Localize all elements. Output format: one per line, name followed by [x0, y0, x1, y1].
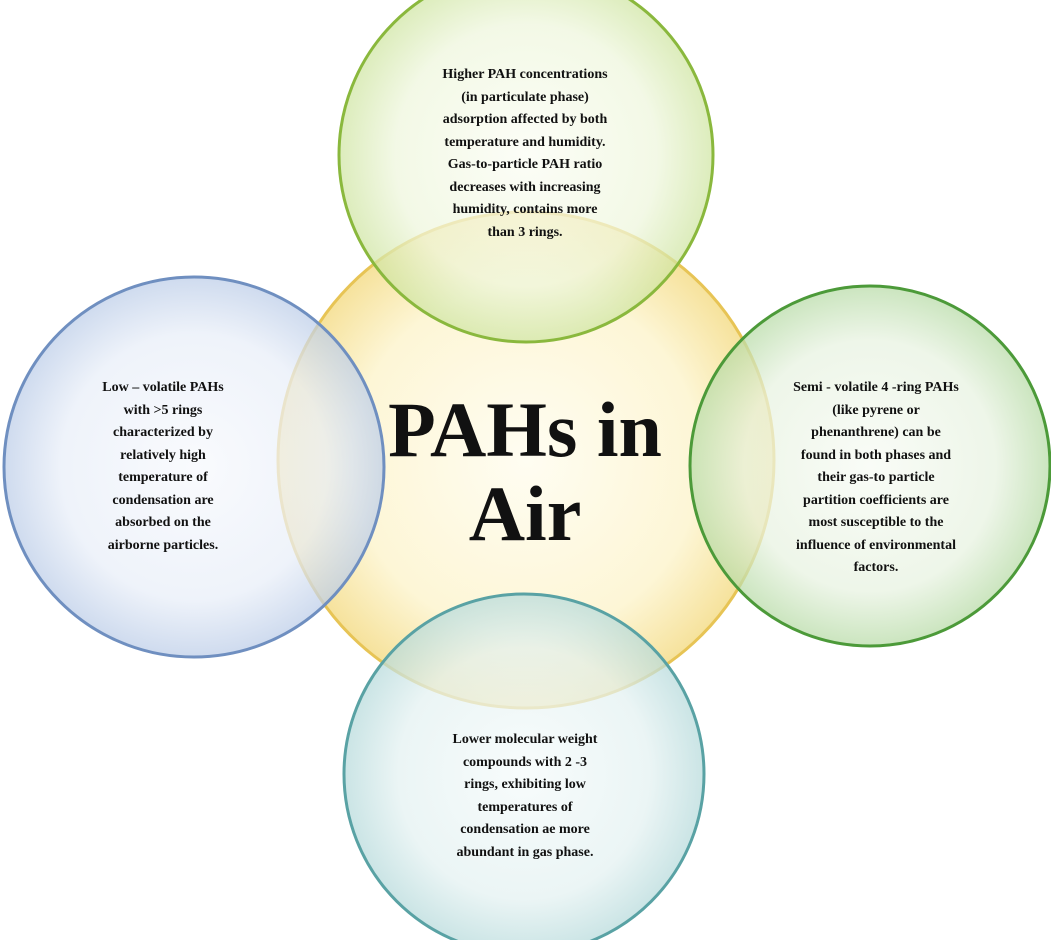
- bottom-circle: [342, 592, 706, 940]
- left-circle-text: Low – volatile PAHs with >5 rings charac…: [102, 380, 224, 553]
- right-circle-text: Semi - volatile 4 -ring PAHs (like pyren…: [793, 380, 959, 575]
- center-title: PAHs in Air: [388, 386, 662, 557]
- right-circle: [688, 284, 1051, 648]
- top-circle-text: Higher PAH concentrations (in particulat…: [442, 67, 608, 240]
- top-circle: [337, 0, 715, 344]
- bottom-circle-text: Lower molecular weight compounds with 2 …: [452, 732, 598, 860]
- left-circle: [2, 275, 386, 659]
